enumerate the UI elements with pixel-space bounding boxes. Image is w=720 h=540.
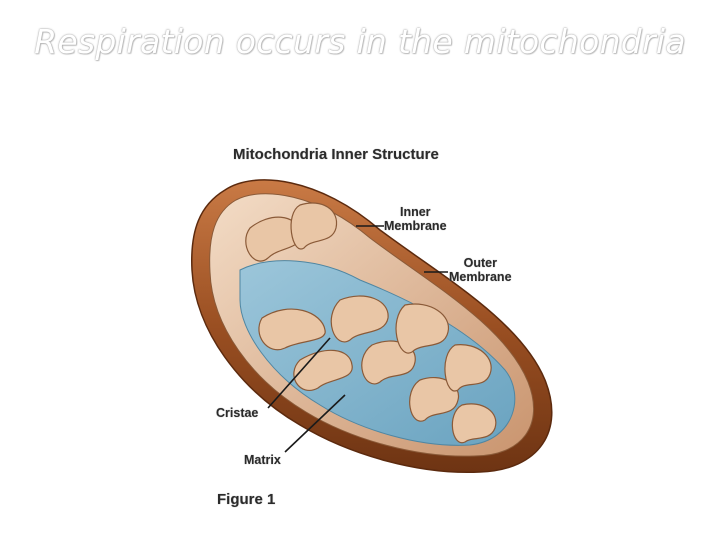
- cristae-folds: [245, 202, 497, 444]
- outer-membrane-label: Outer Membrane: [449, 256, 512, 284]
- matrix-leader: [284, 394, 346, 453]
- slide-title: Respiration occurs in the mitochondria: [34, 22, 686, 61]
- inner-membrane-label-line1: Inner: [399, 205, 431, 219]
- cristae-leader: [267, 337, 331, 409]
- outer-membrane-label-line1: Outer: [463, 256, 497, 270]
- outer-membrane-label-line2: Membrane: [449, 270, 512, 284]
- figure-title: Mitochondria Inner Structure: [233, 146, 439, 163]
- figure-caption: Figure 1: [217, 491, 276, 508]
- label-leader-lines: [267, 225, 448, 453]
- inner-membrane-label: Inner Membrane: [384, 205, 447, 233]
- matrix-label: Matrix: [244, 453, 281, 467]
- cristae-label: Cristae: [216, 406, 259, 420]
- inner-membrane-label-line2: Membrane: [384, 219, 447, 233]
